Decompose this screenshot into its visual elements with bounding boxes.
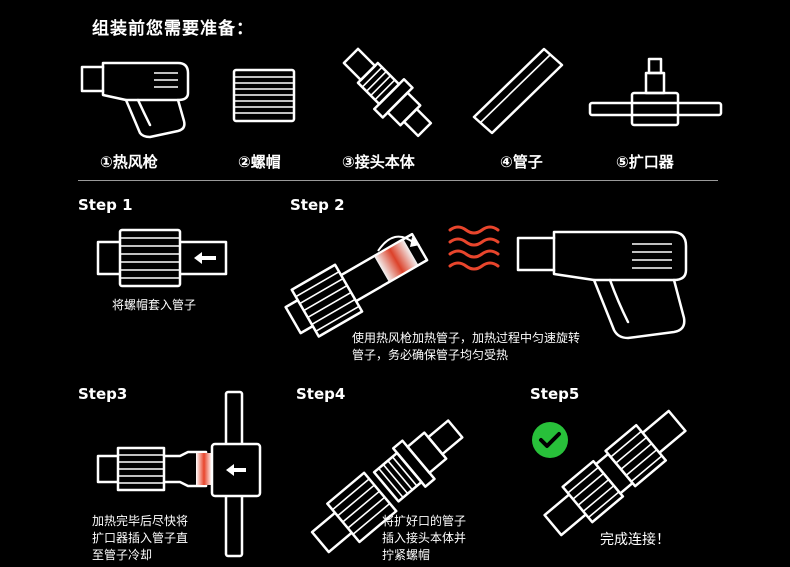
heat-gun-large-icon: [516, 230, 688, 340]
caption-line: 将扩好口的管子: [382, 514, 467, 528]
caption-line: 完成连接！: [600, 532, 670, 548]
step-5-title: Step5: [530, 385, 580, 403]
step-4-caption: 将扩好口的管子 插入接头本体并 拧紧螺帽: [382, 513, 466, 564]
flaring-tool-icon: [588, 57, 723, 127]
step-1-illustration: [96, 228, 228, 288]
step-1-caption: 将螺帽套入管子: [112, 297, 196, 314]
tool-label-flaring-tool: ⑤扩口器: [616, 153, 674, 171]
step-5-caption: 完成连接！: [600, 532, 670, 549]
tool-label-tube: ④管子: [500, 153, 543, 171]
heat-gun-icon: [80, 61, 190, 139]
page-title: 组装前您需要准备：: [92, 19, 254, 39]
connector-body-icon: [342, 47, 433, 138]
caption-line: 加热完毕后尽快将: [92, 514, 189, 528]
step-3-title: Step3: [78, 385, 128, 403]
caption-line: 插入接头本体并: [382, 531, 467, 545]
step-2-caption: 使用热风枪加热管子，加热过程中匀速旋转 管子，务必确保管子均匀受热: [352, 330, 580, 364]
check-icon: [532, 422, 568, 458]
caption-line: 拧紧螺帽: [382, 548, 431, 562]
step-2-illustration: [284, 232, 429, 338]
step-4-illustration: [310, 419, 464, 554]
heat-waves-icon: [448, 225, 500, 271]
step-1-title: Step 1: [78, 196, 133, 214]
tool-label-connector-body: ③接头本体: [342, 153, 415, 171]
step-5-illustration: [543, 409, 687, 537]
step-4-title: Step4: [296, 385, 346, 403]
caption-line: 使用热风枪加热管子，加热过程中匀速旋转: [352, 331, 581, 345]
step-2-title: Step 2: [290, 196, 345, 214]
tool-label-heat-gun: ①热风枪: [100, 153, 158, 171]
tube-icon: [472, 47, 564, 135]
step-3-caption: 加热完毕后尽快将 扩口器插入管子直 至管子冷却: [92, 513, 188, 564]
section-divider: [78, 180, 718, 181]
step-3-illustration: [96, 390, 262, 558]
caption-line: 将螺帽套入管子: [112, 298, 197, 312]
tool-label-nut: ②螺帽: [238, 153, 281, 171]
nut-icon: [232, 68, 296, 123]
caption-line: 至管子冷却: [92, 548, 153, 562]
caption-line: 扩口器插入管子直: [92, 531, 189, 545]
caption-line: 管子，务必确保管子均匀受热: [352, 348, 509, 362]
